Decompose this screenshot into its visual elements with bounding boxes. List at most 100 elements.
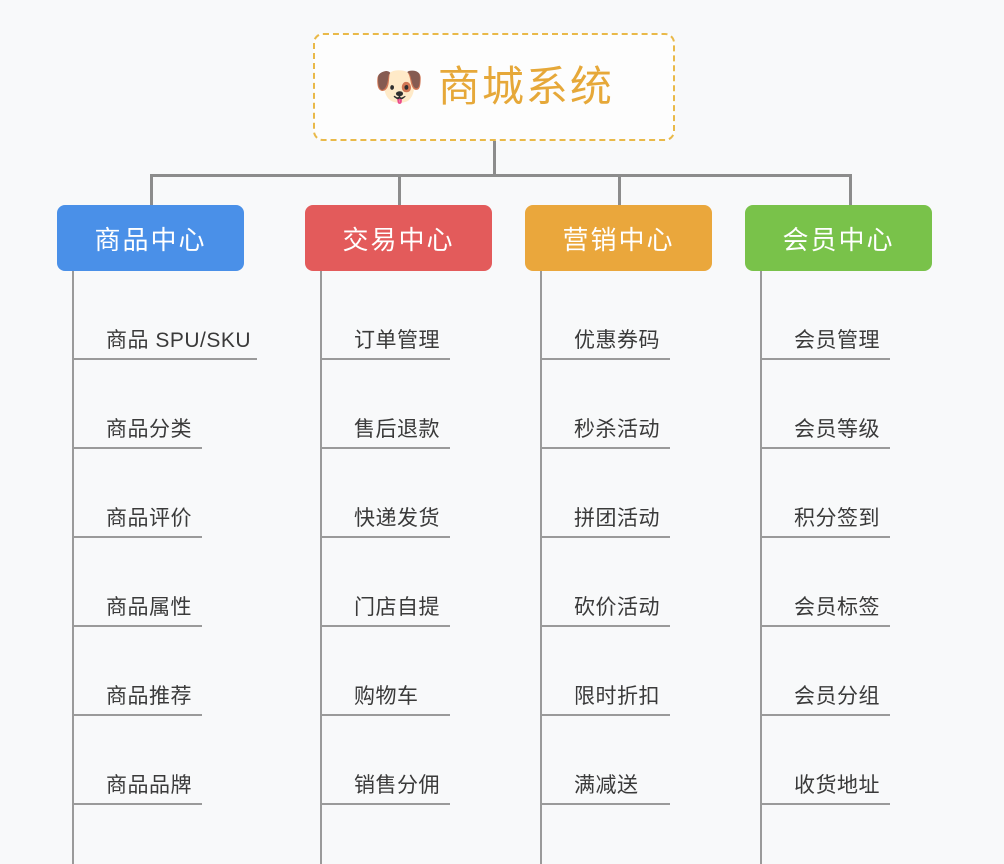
leaf-label: 会员分组 — [794, 685, 880, 708]
connector-drop-2 — [398, 174, 401, 206]
leaf-label: 商品品牌 — [106, 774, 192, 797]
leaf-underline — [760, 803, 890, 805]
leaf-underline — [540, 625, 670, 627]
leaf-item[interactable]: 积分签到 — [760, 449, 932, 538]
leaf-underline — [72, 358, 257, 360]
leaf-underline — [72, 536, 202, 538]
leaf-item[interactable]: 会员等级 — [760, 360, 932, 449]
leaf-underline — [760, 714, 890, 716]
branch-column-marketing: 营销中心 优惠券码 秒杀活动 拼团活动 砍价活动 限时折扣 — [525, 205, 712, 864]
leaf-label: 商品分类 — [106, 418, 192, 441]
leaf-underline — [72, 714, 202, 716]
leaf-underline — [760, 625, 890, 627]
leaf-label: 订单管理 — [354, 329, 440, 352]
leaf-item[interactable]: 商品分类 — [72, 360, 244, 449]
leaf-label: 会员等级 — [794, 418, 880, 441]
leaf-item[interactable]: 商品评价 — [72, 449, 244, 538]
leaf-label: 销售分佣 — [354, 774, 440, 797]
branch-trunk-line — [760, 271, 762, 864]
leaf-underline — [540, 714, 670, 716]
root-title: 商城系统 — [437, 63, 614, 110]
branch-column-member: 会员中心 会员管理 会员等级 积分签到 会员标签 会员分组 — [745, 205, 932, 864]
leaf-underline — [540, 447, 670, 449]
leaf-label: 满减送 — [574, 774, 639, 797]
leaf-list-trade: 订单管理 售后退款 快递发货 门店自提 购物车 销售分佣 — [320, 271, 492, 864]
leaf-label: 会员标签 — [794, 596, 880, 619]
branch-column-trade: 交易中心 订单管理 售后退款 快递发货 门店自提 购物车 — [305, 205, 492, 864]
leaf-underline — [320, 358, 450, 360]
leaf-underline — [320, 803, 450, 805]
leaf-item[interactable]: 秒杀活动 — [540, 360, 712, 449]
connector-drop-1 — [150, 174, 153, 206]
leaf-underline — [320, 714, 450, 716]
leaf-label: 收货地址 — [794, 774, 880, 797]
category-box-trade[interactable]: 交易中心 — [305, 205, 492, 271]
category-label: 营销中心 — [562, 224, 675, 255]
leaf-underline — [72, 447, 202, 449]
connector-drop-4 — [849, 174, 852, 206]
leaf-item[interactable]: 优惠券码 — [540, 271, 712, 360]
leaf-underline — [760, 447, 890, 449]
leaf-underline — [760, 536, 890, 538]
dog-face-icon: 🐶 — [374, 65, 424, 109]
leaf-underline — [72, 803, 202, 805]
leaf-item[interactable]: 快递发货 — [320, 449, 492, 538]
leaf-label: 会员管理 — [794, 329, 880, 352]
leaf-item[interactable]: 会员分组 — [760, 627, 932, 716]
leaf-list-marketing: 优惠券码 秒杀活动 拼团活动 砍价活动 限时折扣 满减送 — [540, 271, 712, 864]
mindmap-canvas: 🐶 商城系统 商品中心 商品 SPU/SKU 商品分类 商品评价 — [57, 33, 932, 864]
category-box-marketing[interactable]: 营销中心 — [525, 205, 712, 271]
branch-trunk-line — [72, 271, 74, 864]
leaf-item[interactable]: 售后退款 — [320, 360, 492, 449]
leaf-label: 拼团活动 — [574, 507, 660, 530]
leaf-label: 商品属性 — [106, 596, 192, 619]
leaf-item[interactable]: 会员管理 — [760, 271, 932, 360]
leaf-underline — [540, 358, 670, 360]
leaf-underline — [760, 358, 890, 360]
leaf-label: 售后退款 — [354, 418, 440, 441]
leaf-item[interactable]: 销售分佣 — [320, 716, 492, 805]
leaf-item[interactable]: 商品推荐 — [72, 627, 244, 716]
leaf-item[interactable]: 会员标签 — [760, 538, 932, 627]
leaf-label: 限时折扣 — [574, 685, 660, 708]
leaf-item[interactable]: 满减送 — [540, 716, 712, 805]
leaf-label: 商品评价 — [106, 507, 192, 530]
leaf-label: 积分签到 — [794, 507, 880, 530]
connector-root-stem — [493, 141, 496, 176]
connector-drop-3 — [618, 174, 621, 206]
category-label: 会员中心 — [782, 224, 895, 255]
leaf-underline — [320, 625, 450, 627]
leaf-label: 购物车 — [354, 685, 419, 708]
leaf-underline — [320, 447, 450, 449]
root-node[interactable]: 🐶 商城系统 — [313, 33, 675, 141]
leaf-item[interactable]: 拼团活动 — [540, 449, 712, 538]
leaf-item[interactable]: 商品 SPU/SKU — [72, 271, 257, 360]
category-label: 交易中心 — [342, 224, 455, 255]
leaf-underline — [540, 536, 670, 538]
leaf-item[interactable]: 订单管理 — [320, 271, 492, 360]
leaf-item[interactable]: 购物车 — [320, 627, 492, 716]
leaf-item[interactable]: 商品品牌 — [72, 716, 244, 805]
leaf-label: 秒杀活动 — [574, 418, 660, 441]
leaf-underline — [320, 536, 450, 538]
branch-trunk-line — [540, 271, 542, 864]
leaf-list-member: 会员管理 会员等级 积分签到 会员标签 会员分组 收货地址 — [760, 271, 932, 864]
branch-column-product: 商品中心 商品 SPU/SKU 商品分类 商品评价 商品属性 商品推荐 — [57, 205, 257, 864]
leaf-label: 商品 SPU/SKU — [106, 329, 252, 352]
leaf-item[interactable]: 收货地址 — [760, 716, 932, 805]
branch-trunk-line — [320, 271, 322, 864]
connector-horizontal-bus — [150, 174, 852, 177]
leaf-label: 砍价活动 — [574, 596, 660, 619]
leaf-item[interactable]: 限时折扣 — [540, 627, 712, 716]
leaf-item[interactable]: 商品属性 — [72, 538, 244, 627]
leaf-underline — [540, 803, 670, 805]
category-box-member[interactable]: 会员中心 — [745, 205, 932, 271]
leaf-list-product: 商品 SPU/SKU 商品分类 商品评价 商品属性 商品推荐 商品品牌 — [72, 271, 257, 864]
category-label: 商品中心 — [94, 224, 207, 255]
leaf-label: 门店自提 — [354, 596, 440, 619]
leaf-item[interactable]: 砍价活动 — [540, 538, 712, 627]
leaf-item[interactable]: 门店自提 — [320, 538, 492, 627]
leaf-label: 商品推荐 — [106, 685, 192, 708]
category-box-product[interactable]: 商品中心 — [57, 205, 244, 271]
leaf-label: 优惠券码 — [574, 329, 660, 352]
